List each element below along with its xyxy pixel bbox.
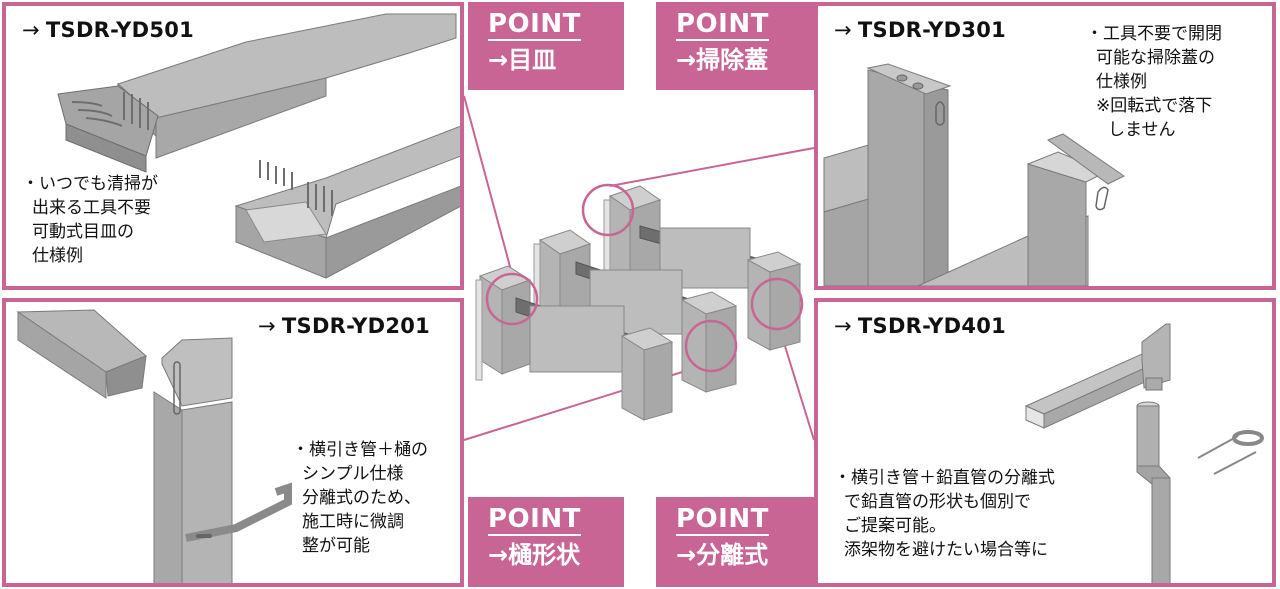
callout-lines <box>463 95 815 441</box>
panel-tsdr-yd401: →TSDR-YD401 ・横引き管＋鉛直管の分離式 で鉛直管の形状も個別で ご提… <box>814 298 1276 587</box>
callout-circle-gutter-shape <box>684 319 738 373</box>
description: ・いつでも清掃が 出来る工具不要 可動式目皿の 仕様例 <box>22 174 158 266</box>
model-title: →TSDR-YD501 <box>22 18 195 42</box>
callout-line-grate <box>463 95 513 275</box>
callout-circle-grate <box>485 272 539 326</box>
description: ・横引き管＋樋の シンプル仕様 分離式のため、 施工時に微調 整が可能 <box>292 440 428 556</box>
panel-tsdr-yd201: →TSDR-YD201 ・横引き管＋樋の シンプル仕様 分離式のため、 施工時に… <box>2 298 464 587</box>
arrow-right-icon: → <box>834 314 852 338</box>
unit-row-front <box>475 265 674 421</box>
gutter-shape-drawing <box>16 309 292 583</box>
arrow-right-icon: → <box>22 18 40 42</box>
point-label-separated-type: POINT →分離式 <box>656 497 814 587</box>
unit-row-middle <box>533 229 738 393</box>
movable-grate-drawing <box>57 13 460 279</box>
point-label-cleaning-lid: POINT →掃除蓋 <box>656 2 814 90</box>
callout-line-separated-type <box>779 329 815 441</box>
callout-line-cleaning-lid <box>609 147 815 187</box>
model-title: →TSDR-YD401 <box>834 314 1007 338</box>
description: ・横引き管＋鉛直管の分離式 で鉛直管の形状も個別で ご提案可能。 添架物を避けた… <box>834 468 1055 560</box>
panel-tsdr-yd501: →TSDR-YD501 ・いつでも清掃が 出来る工具不要 可動式目皿の 仕様例 <box>2 2 464 290</box>
model-title: →TSDR-YD201 <box>258 314 431 338</box>
callout-circle-cleaning-lid <box>581 183 635 237</box>
separated-pipe-drawing <box>1024 323 1264 583</box>
callout-circles <box>485 183 804 373</box>
arrow-right-icon: → <box>258 314 276 338</box>
panel-tsdr-yd301: →TSDR-YD301 ・工具不要で開閉 可能な掃除蓋の 仕様例 ※回転式で落下… <box>814 2 1276 290</box>
cleaning-lid-drawing <box>823 63 1125 286</box>
description: ・工具不要で開閉 可能な掃除蓋の 仕様例 ※回転式で落下 しません <box>1086 24 1222 140</box>
model-title: →TSDR-YD301 <box>834 18 1007 42</box>
point-label-grate: POINT →目皿 <box>468 2 624 90</box>
callout-circle-separated-type <box>750 277 804 331</box>
callout-line-gutter-shape <box>463 367 696 441</box>
arrow-right-icon: → <box>834 18 852 42</box>
point-label-gutter-shape: POINT →樋形状 <box>468 497 624 587</box>
unit-row-back <box>603 185 802 351</box>
